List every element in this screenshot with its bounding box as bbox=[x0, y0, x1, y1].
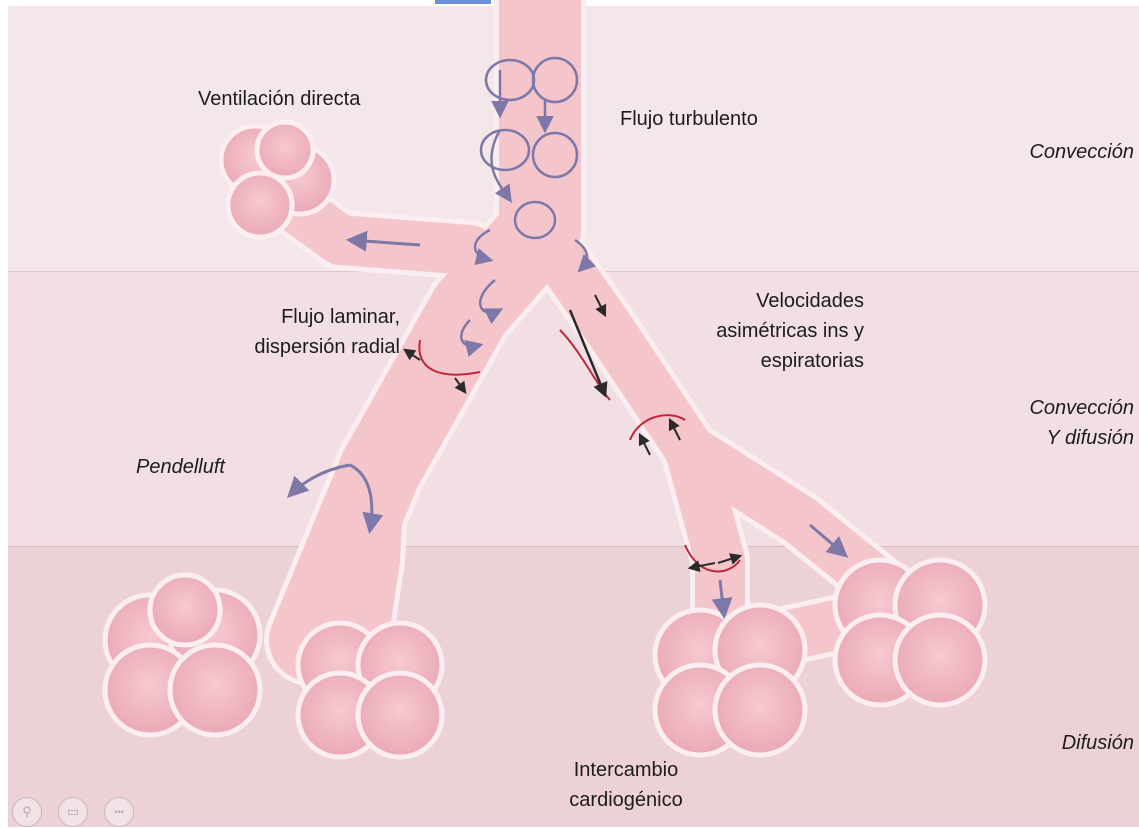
alveolus-bottom-right-a bbox=[655, 605, 805, 755]
alveolus-bottom-center bbox=[298, 623, 442, 757]
subtitles-icon[interactable]: ▭ bbox=[58, 797, 88, 827]
magnifier-icon[interactable]: ⚲ bbox=[12, 797, 42, 827]
label-velocidades-line3: espiratorias bbox=[668, 346, 864, 376]
alveolus-bottom-right-b bbox=[835, 560, 985, 705]
label-intercambio-line2: cardiogénico bbox=[540, 785, 712, 815]
label-velocidades-line1: Velocidades bbox=[668, 286, 864, 316]
label-pendelluft: Pendelluft bbox=[136, 452, 225, 482]
zone-label-mid-line2: Y difusión bbox=[960, 423, 1134, 453]
label-flujo-turbulento: Flujo turbulento bbox=[620, 104, 758, 134]
more-icon[interactable]: ••• bbox=[104, 797, 134, 827]
label-intercambio-line1: Intercambio bbox=[540, 755, 712, 785]
zone-label-conveccion-difusion: Convección Y difusión bbox=[960, 393, 1134, 453]
label-ventilacion-directa: Ventilación directa bbox=[198, 84, 360, 114]
alveolus-bottom-left bbox=[105, 575, 260, 735]
label-flujo-laminar-line1: Flujo laminar, bbox=[188, 302, 400, 332]
label-velocidades-asimetricas: Velocidades asimétricas ins y espiratori… bbox=[668, 286, 864, 376]
label-flujo-laminar-line2: dispersión radial bbox=[188, 332, 400, 362]
label-flujo-laminar: Flujo laminar, dispersión radial bbox=[188, 302, 400, 362]
zone-label-mid-line1: Convección bbox=[960, 393, 1134, 423]
label-intercambio-cardiogenico: Intercambio cardiogénico bbox=[540, 755, 712, 815]
label-velocidades-line2: asimétricas ins y bbox=[668, 316, 864, 346]
zone-label-difusion: Difusión bbox=[960, 728, 1134, 758]
zone-label-conveccion: Convección bbox=[960, 137, 1134, 167]
